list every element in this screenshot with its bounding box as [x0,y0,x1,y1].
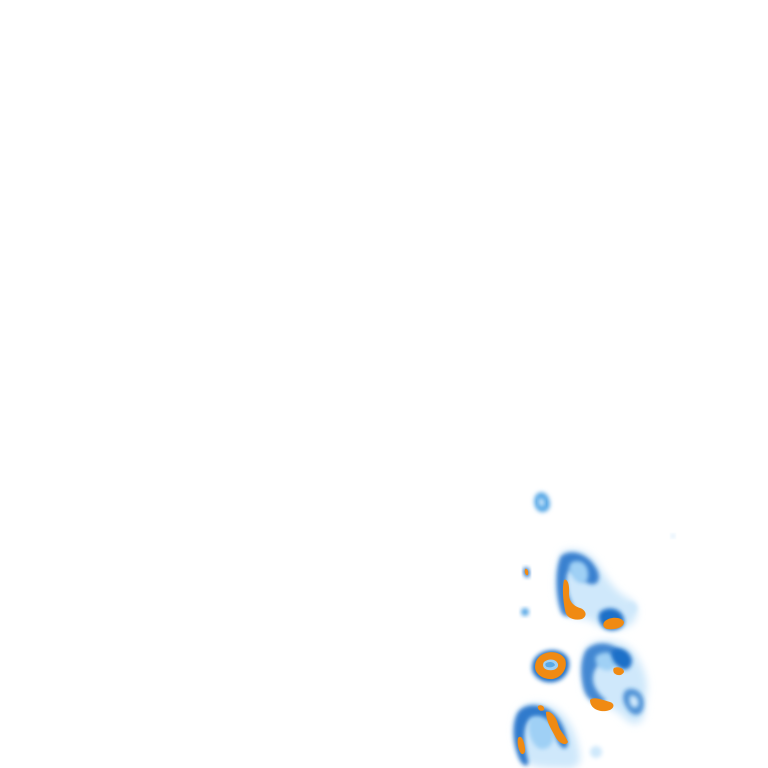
cell-south-cluster [513,703,602,768]
cell-center-ring [532,650,570,683]
cell-upper-cluster [556,549,637,631]
cell-east-cluster [581,640,648,724]
isolated-shower-north [534,492,551,513]
radar-specks [521,534,675,616]
